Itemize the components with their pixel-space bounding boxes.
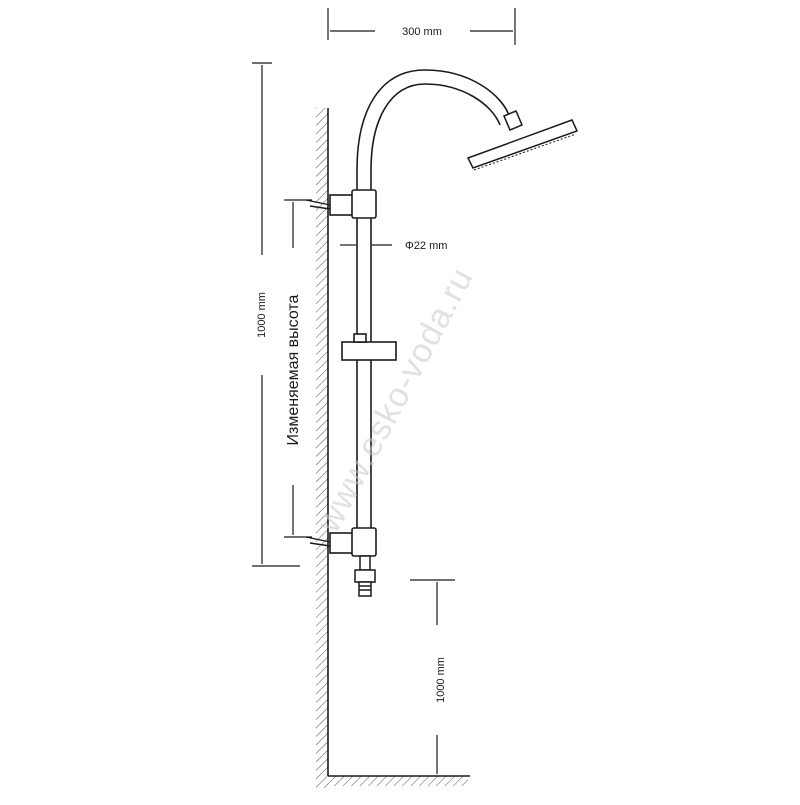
adjustable-height-label: Изменяемая высота — [285, 294, 302, 445]
head-width-dimension — [327, 8, 516, 45]
floor-height-label: 1000 mm — [435, 657, 447, 703]
shower-head — [466, 110, 579, 171]
wall-screw-top — [305, 199, 331, 210]
pipe-diameter-label: Φ22 mm — [405, 240, 447, 252]
wall — [316, 108, 329, 788]
top-wall-bracket — [329, 189, 377, 219]
wall-screw-bottom — [305, 536, 331, 547]
hose-outlet — [354, 555, 376, 597]
gooseneck-arm — [356, 69, 511, 192]
rail-height-dimension — [252, 62, 300, 567]
floor-height-dimension — [410, 579, 455, 774]
rail-height-label: 1000 mm — [256, 292, 268, 338]
watermark-text: www.esko-voda.ru — [309, 261, 481, 539]
head-width-label: 300 mm — [402, 26, 442, 38]
floor — [328, 775, 470, 786]
hand-shower-holder — [341, 333, 397, 361]
